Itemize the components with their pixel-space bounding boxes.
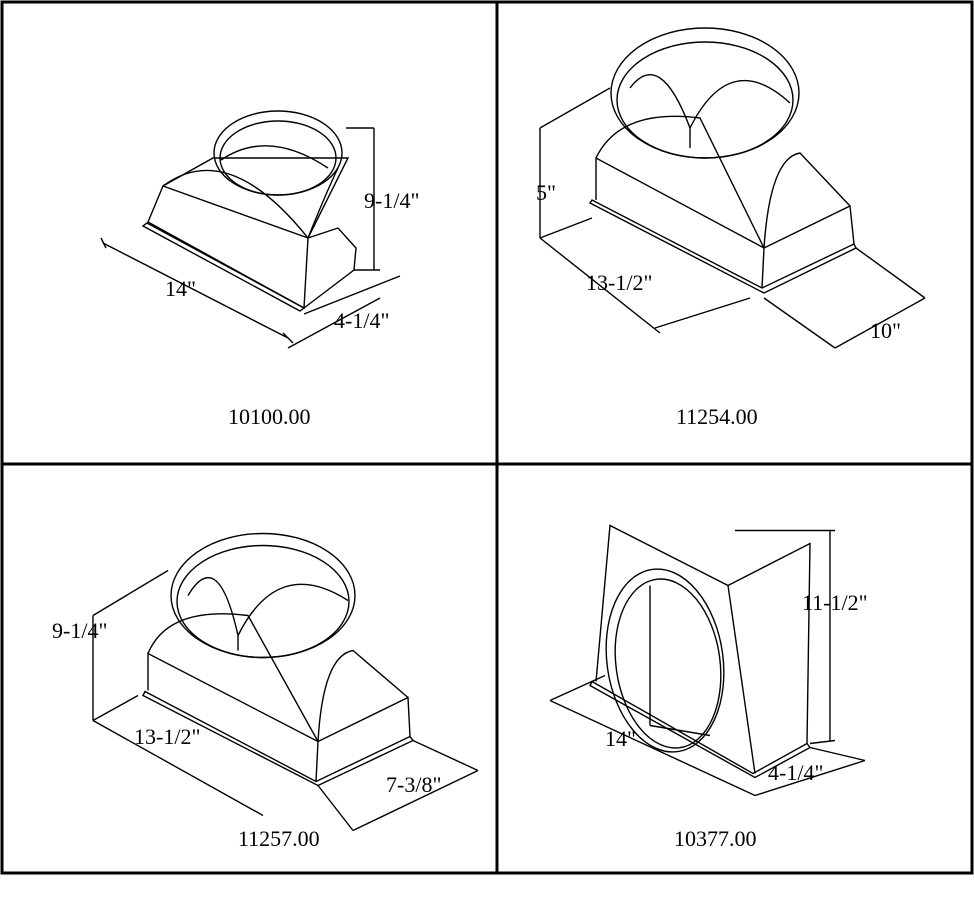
- dim-depth: 7-3/8": [386, 772, 442, 797]
- part-code: 11257.00: [238, 826, 320, 851]
- dim-height: 9-1/4": [364, 188, 420, 213]
- dim-height: 9-1/4": [52, 618, 108, 643]
- dim-depth: 4-1/4": [334, 308, 390, 333]
- panel-11254: 5" 13-1/2" 10" 11254.00: [500, 8, 974, 444]
- dim-height: 11-1/2": [802, 590, 868, 615]
- dim-depth: 10": [870, 318, 901, 343]
- drawing-10100: [100, 110, 401, 349]
- part-code: 10100.00: [228, 404, 311, 429]
- panel-10377: 11-1/2" 14" 4-1/4" 10377.00: [500, 470, 974, 906]
- dim-depth: 4-1/4": [768, 760, 824, 785]
- part-code: 11254.00: [676, 404, 758, 429]
- panel-11257: 9-1/4" 13-1/2" 7-3/8" 11257.00: [8, 470, 496, 906]
- dim-width: 13-1/2": [134, 724, 201, 749]
- dim-height: 5": [536, 180, 556, 205]
- drawing-11254: [539, 27, 926, 349]
- dim-width: 14": [165, 276, 196, 301]
- part-code: 10377.00: [674, 826, 757, 851]
- dim-width: 14": [605, 726, 636, 751]
- panel-10100: 14" 9-1/4" 4-1/4" 10100.00: [8, 8, 496, 444]
- parts-sheet: 14" 9-1/4" 4-1/4" 10100.00: [0, 0, 974, 875]
- dim-width: 13-1/2": [586, 270, 653, 295]
